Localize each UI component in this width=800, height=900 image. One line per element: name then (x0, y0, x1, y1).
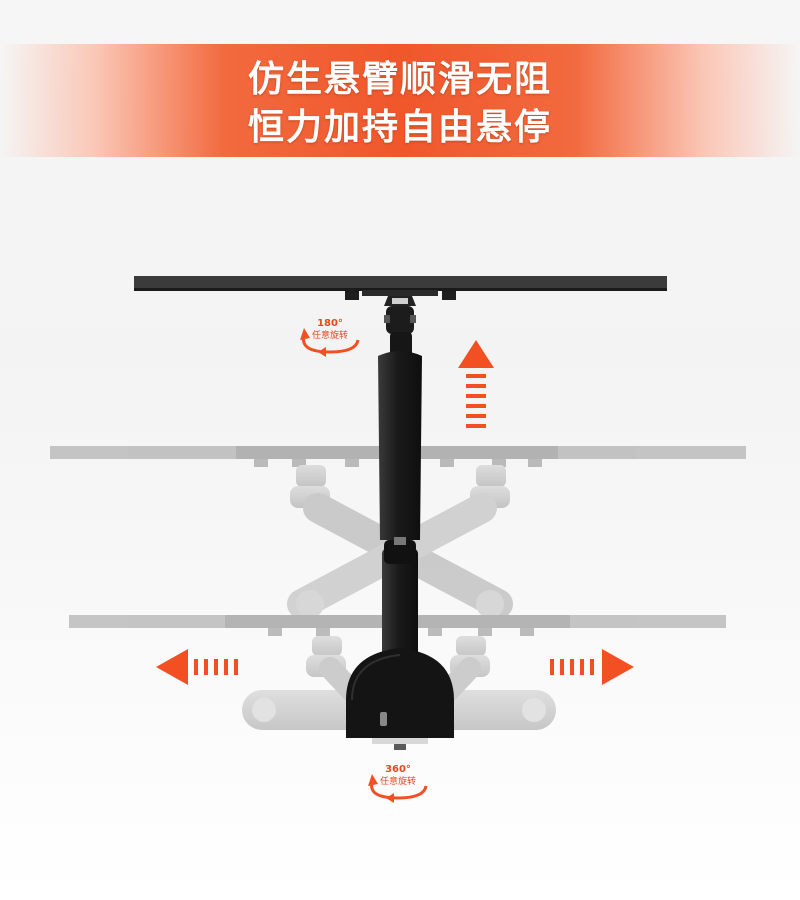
rotation-badge-top: 180° 任意旋转 (300, 318, 360, 357)
rotate-arrow-icon (370, 781, 428, 800)
rotation-badge-bottom: 360° 任意旋转 (368, 764, 428, 803)
arrow-right-icon (550, 649, 634, 685)
arrow-up-icon (458, 340, 494, 428)
rotate-arrow-icon (302, 335, 360, 354)
headline-banner (0, 44, 800, 157)
tv-panel (134, 276, 667, 290)
rotation-top-degrees: 180° (317, 318, 343, 329)
arrow-left-icon (156, 649, 238, 685)
rotation-top-label: 任意旋转 (312, 329, 348, 341)
tv-mount (134, 276, 667, 750)
rotation-bottom-label: 任意旋转 (380, 775, 416, 787)
rotation-bottom-degrees: 360° (385, 764, 411, 775)
headline-line-1: 仿生悬臂顺滑无阻 (247, 59, 552, 100)
headline-line-2: 恒力加持自由悬停 (247, 107, 552, 148)
